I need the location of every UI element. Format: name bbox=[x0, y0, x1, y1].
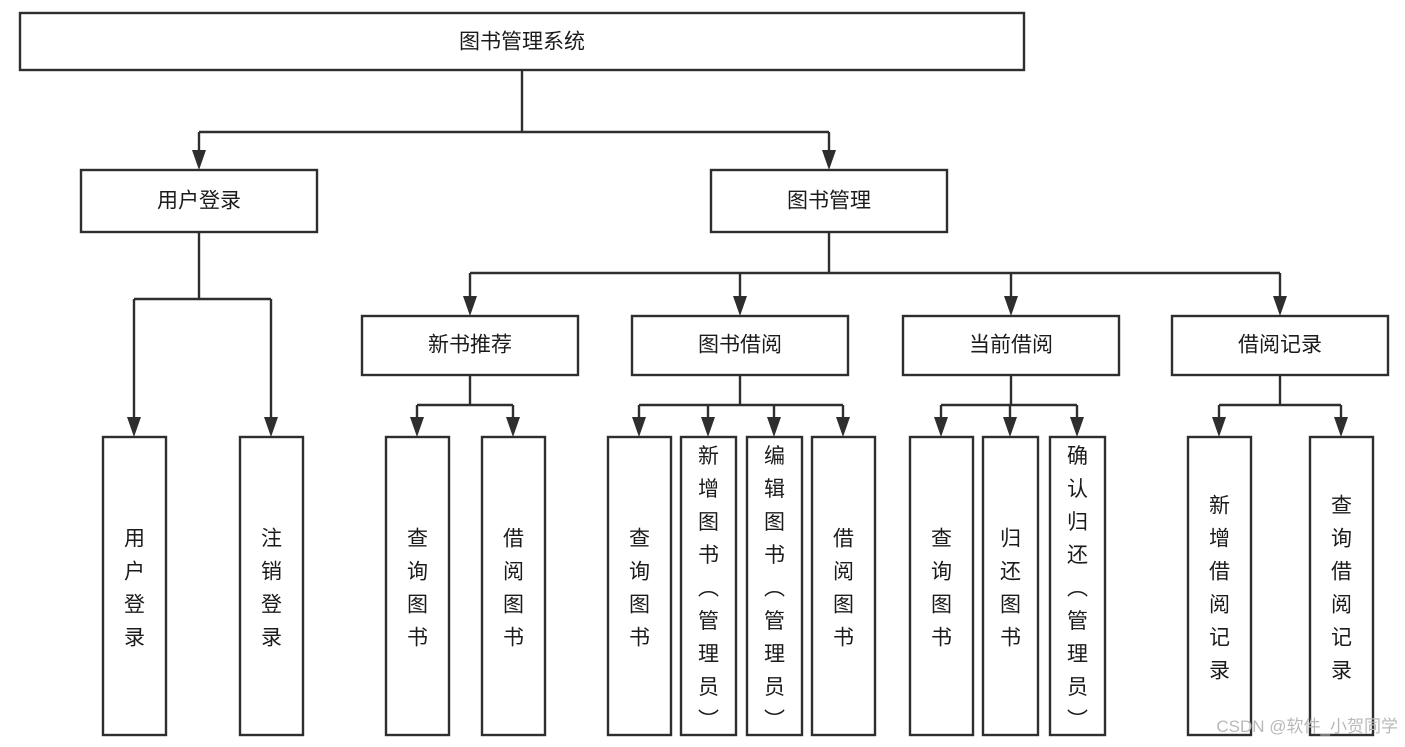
node-borrow-record[interactable]: 借阅记录 bbox=[1170, 314, 1390, 377]
node-new-book-recommend[interactable]: 新书推荐 bbox=[360, 314, 580, 377]
borrow-record-label: 借阅记录 bbox=[1238, 334, 1322, 357]
borrow-record-box[interactable] bbox=[1170, 314, 1390, 377]
leaf-label: 确认归还︵管理员︶ bbox=[1067, 445, 1088, 732]
user-login-box[interactable] bbox=[79, 168, 319, 234]
leaf-box[interactable] bbox=[384, 435, 451, 737]
current-borrow-box[interactable] bbox=[901, 314, 1121, 377]
leaf-label: 借阅图书 bbox=[833, 528, 854, 650]
arrow-head-leaf-user-login bbox=[127, 417, 141, 437]
arrow-head-leaf-query-book-1 bbox=[410, 417, 424, 437]
node-book-borrow[interactable]: 图书借阅 bbox=[630, 314, 850, 377]
book-borrow-box[interactable] bbox=[630, 314, 850, 377]
arrow-head-leaf-query-book-3 bbox=[934, 417, 948, 437]
leaf-nodes-group: 用户登录 注销登录 查询图书 借阅图书 查询图书 新增图书︵管理员︶ 编辑图书︵管理员︶ 借阅… bbox=[101, 435, 1375, 737]
csdn-watermark: CSDN @软件_小贺同学 bbox=[1216, 717, 1398, 736]
leaf-box[interactable] bbox=[606, 435, 673, 737]
leaf-label: 查询图书 bbox=[931, 528, 952, 650]
leaf-label: 新增借阅记录 bbox=[1209, 495, 1230, 683]
root-label: 图书管理系统 bbox=[459, 31, 585, 54]
arrow-head-leaf-add-record bbox=[1212, 417, 1226, 437]
leaf-label: 借阅图书 bbox=[503, 528, 524, 650]
node-current-borrow[interactable]: 当前借阅 bbox=[901, 314, 1121, 377]
node-book-management[interactable]: 图书管理 bbox=[709, 168, 949, 234]
arrow-head-current-borrow bbox=[1004, 296, 1018, 316]
leaf-box[interactable] bbox=[745, 435, 804, 737]
leaf-label: 编辑图书︵管理员︶ bbox=[764, 445, 785, 732]
leaf-node-2[interactable]: 查询图书 bbox=[384, 435, 451, 737]
current-borrow-label: 当前借阅 bbox=[969, 334, 1053, 357]
leaf-node-12[interactable]: 查询借阅记录 bbox=[1308, 435, 1375, 737]
leaf-box[interactable] bbox=[679, 435, 738, 737]
node-user-login[interactable]: 用户登录 bbox=[79, 168, 319, 234]
arrow-head-leaf-logout bbox=[264, 417, 278, 437]
leaf-box[interactable] bbox=[1308, 435, 1375, 737]
arrow-head-leaf-query-record bbox=[1334, 417, 1348, 437]
leaf-box[interactable] bbox=[101, 435, 168, 737]
arrow-head-leaf-edit-book bbox=[767, 417, 781, 437]
book-management-label: 图书管理 bbox=[787, 190, 871, 213]
arrow-head-leaf-confirm-return bbox=[1070, 417, 1084, 437]
leaf-node-5[interactable]: 新增图书︵管理员︶ bbox=[679, 435, 738, 737]
leaf-node-9[interactable]: 归还图书 bbox=[981, 435, 1040, 737]
leaf-node-1[interactable]: 注销登录 bbox=[238, 435, 305, 737]
leaf-box[interactable] bbox=[238, 435, 305, 737]
leaf-box[interactable] bbox=[1048, 435, 1107, 737]
leaf-box[interactable] bbox=[981, 435, 1040, 737]
arrow-head-leaf-borrow-book-2 bbox=[836, 417, 850, 437]
leaf-node-10[interactable]: 确认归还︵管理员︶ bbox=[1048, 435, 1107, 737]
node-root-system[interactable]: 图书管理系统 bbox=[18, 11, 1026, 72]
leaf-node-4[interactable]: 查询图书 bbox=[606, 435, 673, 737]
leaf-node-11[interactable]: 新增借阅记录 bbox=[1186, 435, 1253, 737]
arrow-head-leaf-return-book bbox=[1003, 417, 1017, 437]
book-borrow-label: 图书借阅 bbox=[698, 334, 782, 357]
arrow-head-borrow-record bbox=[1273, 296, 1287, 316]
leaf-node-0[interactable]: 用户登录 bbox=[101, 435, 168, 737]
new-book-recommend-label: 新书推荐 bbox=[428, 334, 512, 357]
leaf-label: 归还图书 bbox=[1000, 528, 1021, 650]
leaf-node-6[interactable]: 编辑图书︵管理员︶ bbox=[745, 435, 804, 737]
connectors-group bbox=[127, 70, 1348, 437]
leaf-node-7[interactable]: 借阅图书 bbox=[810, 435, 877, 737]
leaf-box[interactable] bbox=[480, 435, 547, 737]
arrow-head-leaf-borrow-book-1 bbox=[506, 417, 520, 437]
arrow-head-leaf-query-book-2 bbox=[632, 417, 646, 437]
root-box[interactable] bbox=[18, 11, 1026, 72]
leaf-node-3[interactable]: 借阅图书 bbox=[480, 435, 547, 737]
leaf-label: 用户登录 bbox=[124, 528, 145, 650]
user-login-label: 用户登录 bbox=[157, 190, 241, 213]
arrow-head-leaf-add-book bbox=[701, 417, 715, 437]
leaf-label: 查询图书 bbox=[407, 528, 428, 650]
leaf-box[interactable] bbox=[1186, 435, 1253, 737]
arrow-head-book-borrow bbox=[733, 296, 747, 316]
arrow-head-book-manage bbox=[822, 150, 836, 170]
leaf-box[interactable] bbox=[810, 435, 877, 737]
arrow-head-new-book-recommend bbox=[463, 296, 477, 316]
leaf-label: 新增图书︵管理员︶ bbox=[698, 445, 719, 732]
leaf-label: 注销登录 bbox=[261, 528, 282, 650]
leaf-node-8[interactable]: 查询图书 bbox=[908, 435, 975, 737]
arrow-head-user-login bbox=[192, 150, 206, 170]
book-management-box[interactable] bbox=[709, 168, 949, 234]
leaf-label: 查询图书 bbox=[629, 528, 650, 650]
leaf-label: 查询借阅记录 bbox=[1331, 495, 1352, 683]
leaf-box[interactable] bbox=[908, 435, 975, 737]
new-book-recommend-box[interactable] bbox=[360, 314, 580, 377]
